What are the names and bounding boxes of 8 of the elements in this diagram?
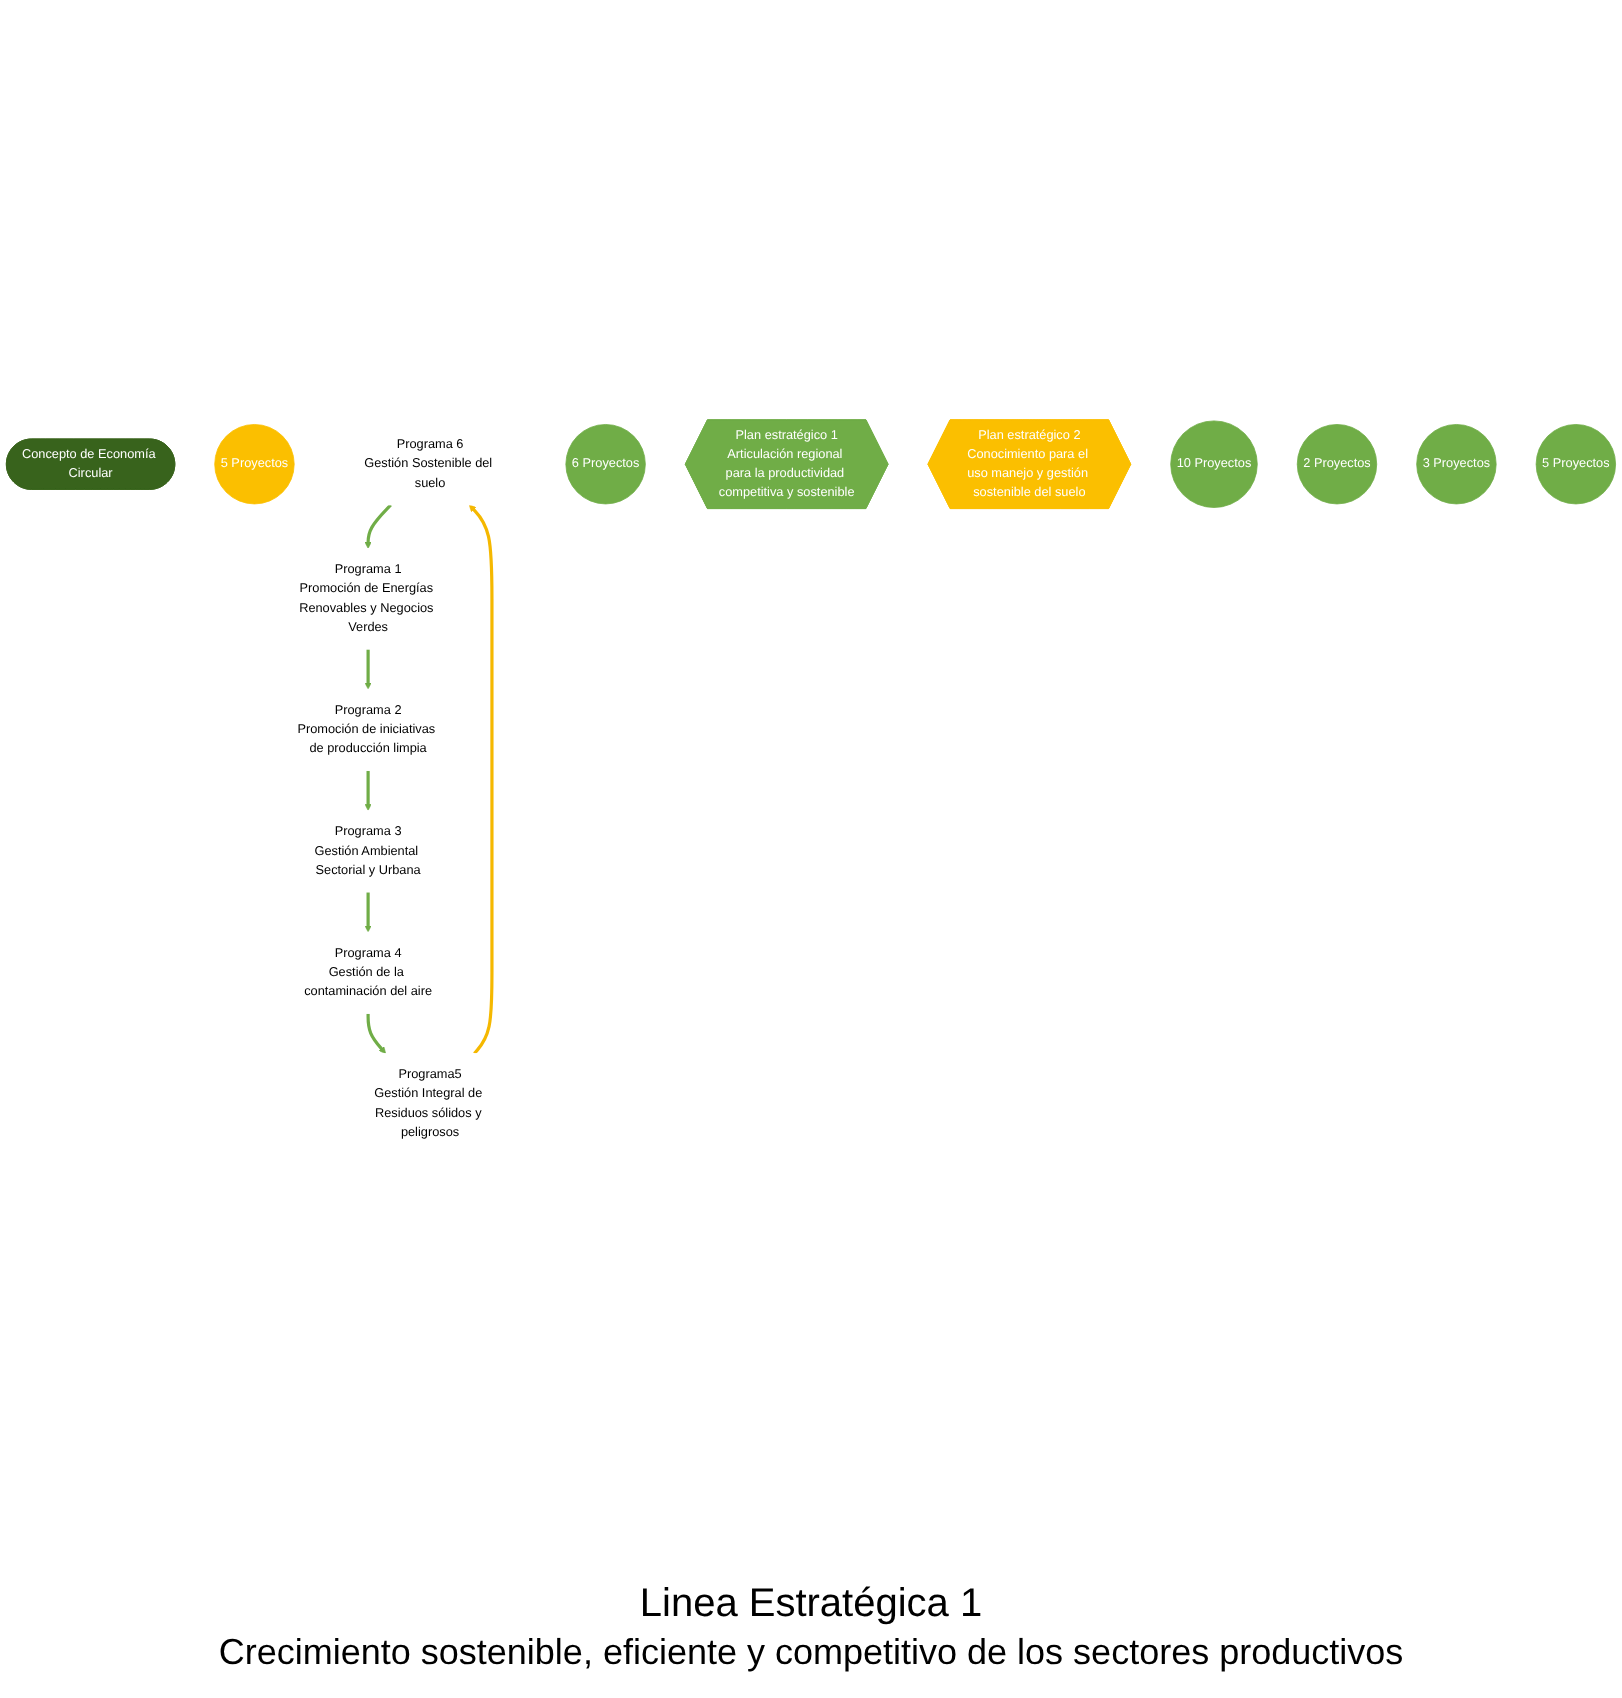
title: Linea Estratégica 1 [639, 1582, 983, 1628]
arrow [366, 1013, 386, 1054]
caption: Crecimiento sostenible, eficiente y competitivo de los sectores productivos [218, 1632, 1404, 1674]
arrow [364, 503, 392, 549]
arrow [364, 892, 372, 933]
arrow [364, 770, 372, 811]
arrow [364, 649, 372, 690]
arrow [468, 504, 494, 1055]
